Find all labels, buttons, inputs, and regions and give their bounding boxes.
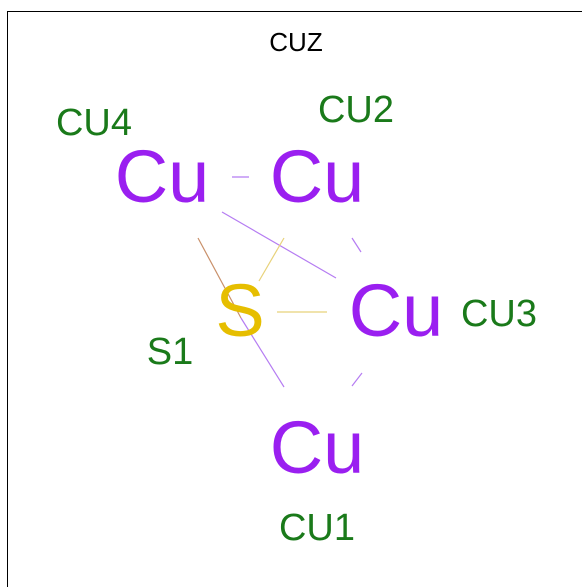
atom-cu3-label: CU3: [461, 293, 537, 335]
atoms: Cu Cu Cu Cu S: [115, 135, 444, 489]
bond-cu3-cu1: [351, 372, 363, 387]
atom-cu4-label: CU4: [56, 102, 132, 144]
atom-cu2-symbol: Cu: [270, 135, 365, 218]
bond-cu4-cu1-upper: [197, 237, 242, 319]
atom-s1-symbol: S: [215, 269, 264, 352]
atom-labels: CU4 CU2 CU3 CU1 S1: [56, 89, 537, 549]
atom-cu1-symbol: Cu: [270, 406, 365, 489]
atom-cu1-label: CU1: [279, 507, 355, 549]
bond-cu4-cu1-lower: [240, 317, 285, 388]
viewer-frame: [7, 11, 582, 587]
bond-cu2-cu3: [351, 237, 362, 253]
atom-cu4-symbol: Cu: [115, 135, 210, 218]
structure-title: CUZ: [269, 27, 323, 57]
atom-cu2-label: CU2: [318, 89, 394, 131]
atom-s1-label: S1: [147, 331, 193, 373]
bond-cu2-s1: [258, 237, 285, 282]
bonds: [197, 176, 363, 388]
atom-cu3-symbol: Cu: [349, 269, 444, 352]
bond-cu4-cu3: [221, 211, 337, 279]
